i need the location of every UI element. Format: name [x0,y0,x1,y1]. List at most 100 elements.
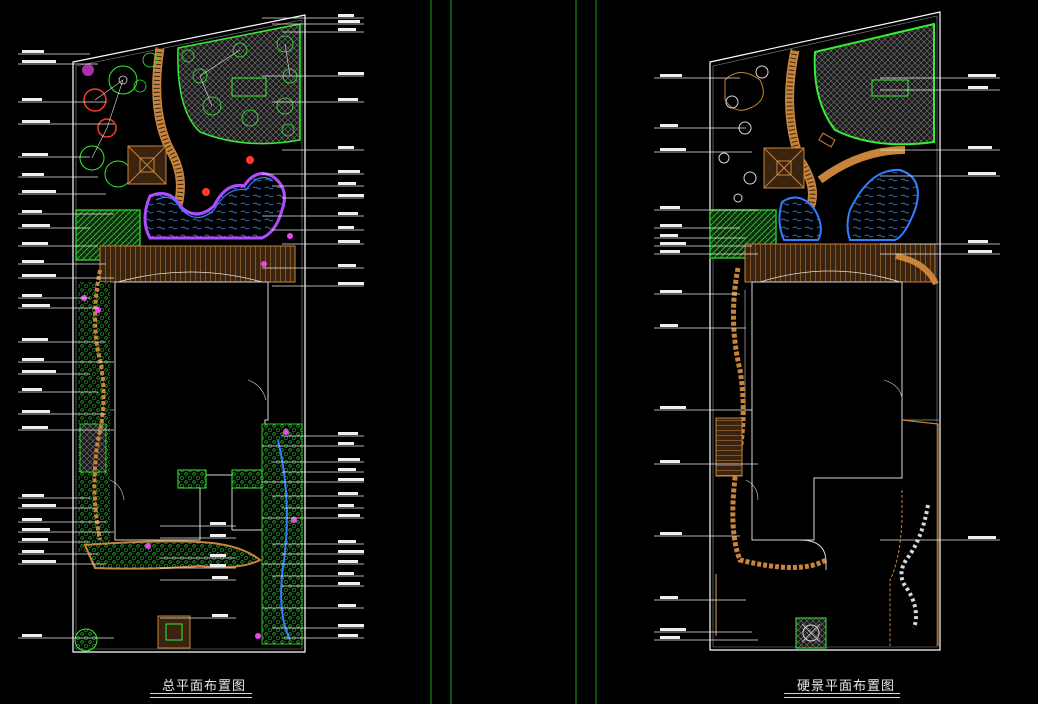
leader-left-plan-right-18-label-block [338,478,364,481]
leader-left-4-label-block [22,153,48,156]
leader-left-plan-right-28-label-block [338,624,364,627]
leader-left-19-label-block [22,426,48,429]
leader-left-plan-right-21-label-block [338,514,360,517]
leader-left-plan-right-29-label-block [338,634,358,637]
leader-left-18-label-block [22,410,50,413]
pond-right-2 [846,168,919,241]
leader-left-20-label-block [22,494,44,497]
leader-right-plan-left-2-label-block [660,148,686,151]
stone-elements [718,65,769,203]
hardscape-plan-drawing[interactable] [654,11,1000,651]
leader-right-plan-right-1-label-block [968,86,988,89]
leader-left-plan-right-24-label-block [338,560,358,563]
leader-left-6-label-block [22,190,56,193]
stepping-stones-left [92,269,106,541]
leader-right-plan-left-4-label-block [660,224,682,227]
tree-bottom-left [74,628,98,652]
leader-left-2-label-block [22,98,42,101]
leader-left-0-label-block [22,50,44,53]
building-footprint [114,281,269,541]
leader-left-16-label-block [22,370,56,373]
leader-left-plan-right-16-label-block [338,458,360,461]
leader-left-plan-right-4-label-block [338,98,358,101]
leader-left-plan-right-11-label-block [338,240,360,243]
leader-left-plan-right-9-label-block [338,212,358,215]
leader-left-1-label-block [22,60,56,63]
leader-left-plan-right-17-label-block [338,468,356,471]
leader-left-9-label-block [22,242,48,245]
pavilion-symbol-right [763,147,805,189]
leader-left-13-label-block [22,304,50,307]
leader-right-plan-left-5-label-block [660,234,678,237]
site-boundary [72,14,306,653]
leader-lines-left-plan-right-side [160,14,364,639]
leader-left-3-label-block [22,120,50,123]
leader-right-plan-right-2-label-block [968,146,992,149]
master-plan-title-underline-2 [150,697,252,698]
pavilion-symbol [127,145,167,185]
leader-right-plan-right-3-label-block [968,172,996,175]
leader-left-plan-inner-0-label-block [210,522,226,525]
site-boundary-right [709,11,941,651]
leader-left-plan-right-27-label-block [338,604,356,607]
leader-left-plan-right-3-label-block [338,72,364,75]
lawn-area [177,23,301,145]
leader-left-11-label-block [22,274,56,277]
hardscape-plan-title-underline-2 [784,697,900,698]
timber-walk [715,417,743,477]
leader-left-plan-inner-5-label-block [212,614,228,617]
leader-left-plan-right-19-label-block [338,492,358,495]
curved-bed-bottom [83,540,262,570]
leader-right-plan-left-6-label-block [660,242,686,245]
small-pavilion [157,615,191,649]
leader-right-plan-right-4-label-block [968,240,988,243]
building-footprint-right [751,281,903,541]
leader-lines-left [18,50,114,639]
master-plan-drawing[interactable] [18,14,364,653]
leader-left-14-label-block [22,338,48,341]
leader-left-plan-right-20-label-block [338,504,354,507]
leader-right-plan-right-0-label-block [968,74,996,77]
master-plan-title-underline [150,693,252,694]
leader-left-24-label-block [22,538,48,541]
leader-left-27-label-block [22,634,42,637]
lawn-marker [231,77,267,97]
leader-right-plan-left-12-label-block [660,532,682,535]
hardscape-plan-title: 硬景平面布置图 [797,679,896,694]
leader-left-plan-right-22-label-block [338,540,356,543]
paving-square-right [795,617,827,649]
hardscape-plan-title-underline [784,693,900,694]
leader-left-plan-right-25-label-block [338,572,354,575]
pond [143,172,286,240]
leader-right-plan-left-1-label-block [660,124,678,127]
stepping-stones-right-garden [899,504,930,629]
leader-left-plan-right-15-label-block [338,442,354,445]
stepping-stones-right [730,267,828,570]
leader-left-15-label-block [22,358,44,361]
leader-left-12-label-block [22,294,42,297]
leader-right-plan-left-9-label-block [660,324,678,327]
leader-left-plan-right-23-label-block [338,550,364,553]
leader-left-plan-inner-1-label-block [210,534,226,537]
leader-left-23-label-block [22,528,50,531]
leader-left-plan-right-1-label-block [338,20,360,23]
leader-right-plan-left-10-label-block [660,406,686,409]
leader-left-17-label-block [22,388,42,391]
leader-left-10-label-block [22,260,44,263]
leader-right-plan-left-3-label-block [660,206,680,209]
leader-left-plan-right-2-label-block [338,28,356,31]
leader-left-plan-right-13-label-block [338,282,364,285]
leader-left-plan-right-14-label-block [338,432,358,435]
leader-left-26-label-block [22,560,56,563]
leader-left-plan-right-10-label-block [338,226,354,229]
leader-left-plan-right-7-label-block [338,182,356,185]
leader-lines-right-plan [654,74,1000,641]
master-plan-title: 总平面布置图 [162,679,247,694]
deck-terrace-right [744,243,936,283]
tree-cluster-top-left [79,52,158,188]
leader-left-22-label-block [22,518,42,521]
leader-left-plan-right-6-label-block [338,170,360,173]
leader-right-plan-left-0-label-block [660,74,682,77]
leader-left-plan-right-12-label-block [338,264,356,267]
